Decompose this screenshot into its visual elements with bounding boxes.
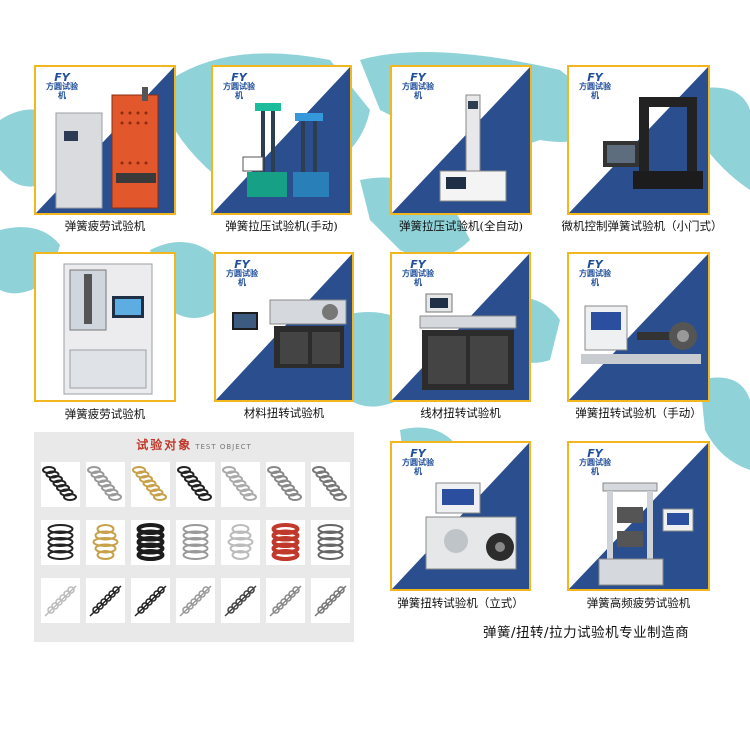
- spring-icon: [92, 524, 119, 560]
- spring-icon: [312, 466, 347, 501]
- coil-spring-silver-sample[interactable]: [176, 578, 215, 623]
- small-torsion-spring-sample[interactable]: [221, 578, 260, 623]
- spring-icon: [267, 466, 302, 501]
- heavy-extension-spring-sample[interactable]: [131, 578, 170, 623]
- spring-fatigue-cabinet-image: [63, 263, 153, 395]
- product-caption: 材料扭转试验机: [243, 406, 325, 420]
- product-caption: 弹簧拉压试验机(全自动): [399, 219, 523, 233]
- spring-icon: [224, 585, 257, 617]
- material-torsion-machine-image: [232, 299, 347, 368]
- product-caption: 弹簧扭转试验机（立式）: [397, 596, 524, 610]
- product-caption: 微机控制弹簧试验机（小门式）: [561, 219, 723, 233]
- spring-icon: [222, 466, 257, 501]
- spring-icon: [47, 524, 74, 560]
- black-die-spring-sample[interactable]: [131, 520, 170, 565]
- product-caption: 弹簧疲劳试验机: [64, 219, 146, 233]
- wire-rod-sample[interactable]: [266, 462, 305, 507]
- spring-icon: [136, 523, 165, 561]
- conical-spring-sample[interactable]: [221, 462, 260, 507]
- spring-icon: [132, 466, 167, 501]
- spring-icon: [182, 524, 209, 560]
- spiral-spring-sample[interactable]: [41, 520, 80, 565]
- torsion-spring-black-sample[interactable]: [176, 462, 215, 507]
- spring-icon: [42, 466, 77, 501]
- spring-icon: [271, 523, 300, 561]
- product-caption: 弹簧扭转试验机（手动）: [575, 406, 702, 420]
- product-caption: 线材扭转试验机: [420, 406, 501, 420]
- spring-icon: [227, 524, 254, 560]
- spring-icon: [87, 466, 122, 501]
- spring-icon: [89, 585, 122, 617]
- spring-icon: [44, 585, 77, 617]
- long-extension-spring-sample[interactable]: [86, 578, 125, 623]
- spring-torsion-vertical-image: [425, 482, 517, 570]
- spring-icon: [317, 524, 344, 560]
- product-caption: 弹簧疲劳试验机: [64, 407, 146, 421]
- gold-compression-spring-sample[interactable]: [86, 520, 125, 565]
- spring-icon: [179, 585, 212, 617]
- spring-tension-tester-image: [242, 103, 329, 197]
- conical-compression-spring-sample[interactable]: [176, 520, 215, 565]
- compression-spring-steel-sample[interactable]: [86, 462, 125, 507]
- tape-measure-spring-sample[interactable]: [266, 578, 305, 623]
- spring-icon: [177, 466, 212, 501]
- red-die-spring-sample[interactable]: [266, 520, 305, 565]
- spring-fatigue-machine-image: [55, 87, 159, 209]
- product-caption: 弹簧拉压试验机(手动): [225, 219, 338, 233]
- company-tagline: 弹簧/扭转/拉力试验机专业制造商: [483, 625, 690, 641]
- extension-spring-hooks-sample[interactable]: [41, 578, 80, 623]
- gantry-spring-tester-image: [603, 97, 703, 189]
- spring-torsion-manual-image: [581, 305, 701, 364]
- double-torsion-spring-sample[interactable]: [311, 462, 350, 507]
- product-caption: 弹簧高频疲劳试验机: [586, 596, 691, 610]
- hook-spring-sample[interactable]: [311, 520, 350, 565]
- wire-hook-spring-sample[interactable]: [311, 578, 350, 623]
- spring-icon: [314, 585, 347, 617]
- auto-spring-tester-image: [439, 94, 507, 202]
- spring-icon: [269, 585, 302, 617]
- hourglass-spring-sample[interactable]: [221, 520, 260, 565]
- high-frequency-fatigue-image: [598, 482, 694, 586]
- extension-spring-black-sample[interactable]: [41, 462, 80, 507]
- spring-icon: [134, 585, 167, 617]
- wire-torsion-machine-image: [419, 293, 517, 390]
- product-card-spring-fatigue-2[interactable]: [34, 252, 176, 402]
- compression-spring-gold-sample[interactable]: [131, 462, 170, 507]
